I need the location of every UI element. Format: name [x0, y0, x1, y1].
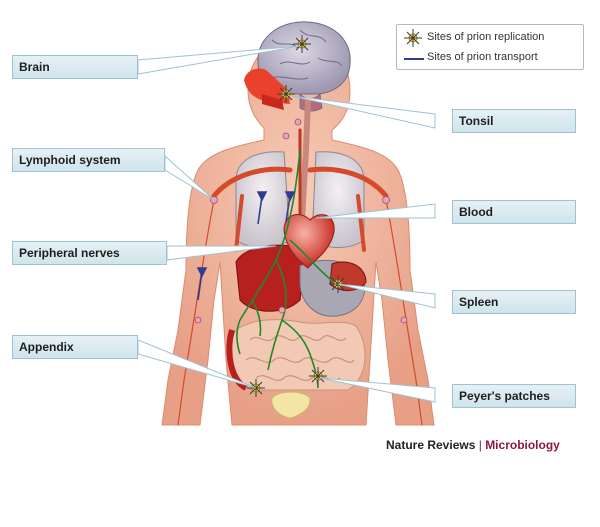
- label-peyers-patches: Peyer's patches: [452, 384, 576, 408]
- journal-credit: Nature Reviews | Microbiology: [386, 438, 560, 452]
- label-blood: Blood: [452, 200, 576, 224]
- bladder: [271, 391, 311, 419]
- legend: Sites of prion replication Sites of prio…: [396, 24, 584, 70]
- legend-transport-label: Sites of prion transport: [427, 51, 538, 63]
- intestines: [226, 319, 366, 391]
- transport-arrows: [196, 191, 296, 301]
- label-lymphoid-system: Lymphoid system: [12, 148, 165, 172]
- oral-cavity: [244, 68, 290, 110]
- heart: [283, 214, 335, 269]
- arteries: [211, 128, 389, 252]
- label-tonsil: Tonsil: [452, 109, 576, 133]
- peripheral-nerves: [236, 149, 335, 389]
- transport-line-icon: [404, 58, 424, 60]
- label-spleen: Spleen: [452, 290, 576, 314]
- label-brain: Brain: [12, 55, 138, 79]
- label-peripheral-nerves: Peripheral nerves: [12, 241, 167, 265]
- replication-star-icon: [404, 29, 422, 47]
- legend-replication-label: Sites of prion replication: [427, 31, 545, 43]
- callout-pointers: [137, 45, 436, 403]
- lymph-nodes: [194, 118, 408, 324]
- credit-subject: Microbiology: [485, 438, 560, 452]
- credit-separator: |: [478, 438, 482, 452]
- label-appendix: Appendix: [12, 335, 138, 359]
- credit-journal: Nature Reviews: [386, 438, 476, 452]
